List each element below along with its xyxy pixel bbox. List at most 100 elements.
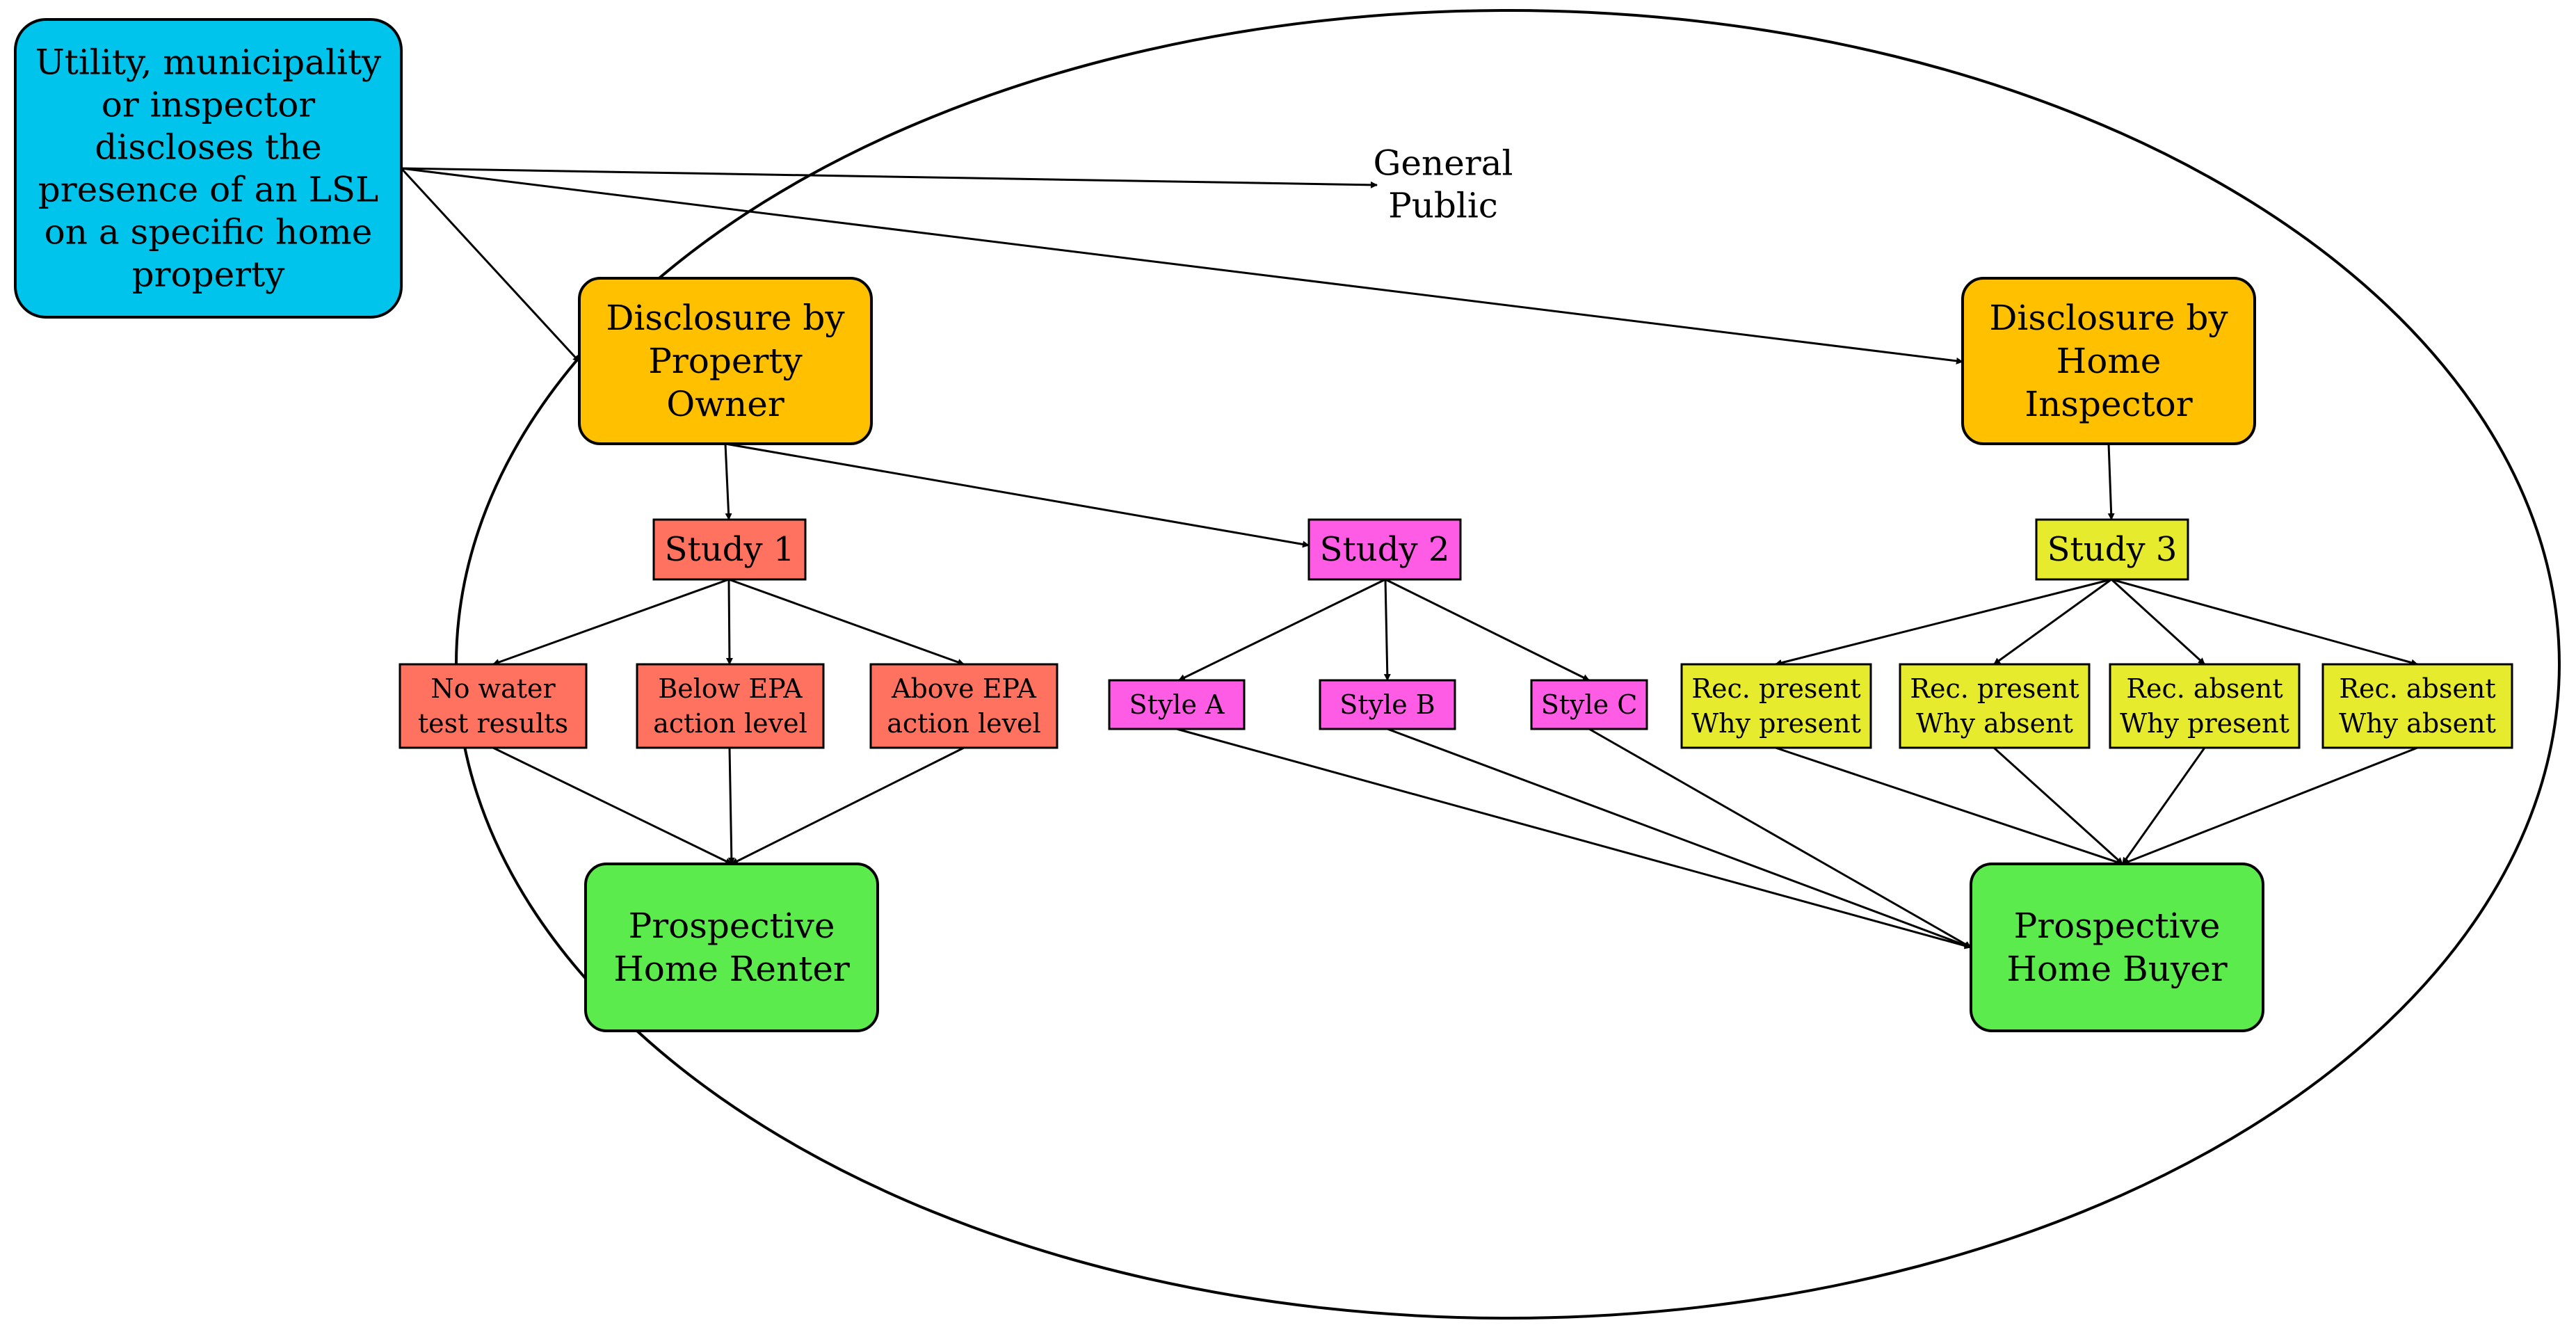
above-epa-box-line-1: Above EPA [891,673,1037,704]
above-epa-box-shape [869,663,1058,749]
edge-s3c-to-buyer [2121,747,2206,865]
edge-source-to-public [401,167,1378,189]
edge-s1b-to-renter [727,747,735,865]
no-water-test-box-shape [399,663,588,749]
study-1-box-line-1: Study 1 [665,530,795,569]
general-public-label-line-2: Public [1388,186,1498,226]
edge-s3a-to-buyer [1775,746,2123,865]
home-buyer-box-line-1: Prospective [2014,906,2221,946]
home-renter-box-shape [584,863,879,1032]
no-water-test-box-line-2: test results [418,708,568,739]
style-b-box-shape [1319,679,1456,730]
rec-absent-why-absent-box-line-2: Why absent [2339,708,2496,739]
style-b-box: Style B [1319,679,1456,730]
edge-source-to-owner [400,167,581,363]
disclosure-owner-box-line-1: Disclosure by [606,298,845,338]
rec-present-why-absent-box-line-2: Why absent [1916,708,2073,739]
edge-s2a-to-buyer [1176,728,1972,949]
edge-study2-to-s2a [1178,578,1386,682]
rec-absent-why-absent-box-shape [2321,663,2513,749]
edge-study1-to-s1c [728,578,965,666]
style-a-box-shape [1108,679,1246,730]
style-c-box-line-1: Style C [1541,689,1638,720]
general-public-label-line-1: General [1373,143,1513,184]
edge-s1a-to-renter [492,746,732,865]
edge-owner-to-study2 [725,442,1310,548]
no-water-test-box-line-1: No water [430,673,556,704]
source-box-line-2: or inspector [102,85,316,125]
disclosure-inspector-box-line-3: Inspector [2024,384,2192,424]
edges-layer [400,167,2418,949]
rec-absent-why-present-box-line-2: Why present [2120,708,2289,739]
rec-present-why-present-box-shape [1680,663,1872,749]
home-renter-box-line-1: Prospective [629,906,835,946]
source-box-line-4: presence of an LSL [38,170,379,210]
study-1-box: Study 1 [652,518,807,581]
edge-inspector-to-study3 [2107,443,2115,520]
source-box-line-5: on a specific home [45,212,373,252]
edge-s2c-to-buyer [1588,728,1972,949]
edge-s1c-to-renter [731,746,965,865]
edge-s3b-to-buyer [1993,746,2124,865]
rec-absent-why-present-box-shape [2109,663,2301,749]
above-epa-box-line-2: action level [887,708,1041,739]
edge-source-to-inspector [401,167,1963,364]
edge-s3d-to-buyer [2122,746,2418,865]
below-epa-box-shape [636,663,825,749]
rec-present-why-absent-box-shape [1899,663,2091,749]
source-box-line-3: discloses the [95,127,321,168]
disclosure-inspector-box-line-1: Disclosure by [1989,298,2228,338]
rec-absent-why-absent-box-line-1: Rec. absent [2339,673,2495,704]
home-buyer-box-shape [1970,863,2264,1032]
rec-absent-why-present-box-line-1: Rec. absent [2126,673,2283,704]
rec-present-why-present-box-line-2: Why present [1691,708,1861,739]
edge-study3-to-s3c [2110,578,2206,666]
edge-s2b-to-buyer [1387,728,1972,949]
study-3-box-line-1: Study 3 [2047,530,2177,569]
study-2-box-shape [1307,518,1462,581]
below-epa-box: Below EPA action level [636,663,825,749]
style-a-box: Style A [1108,679,1246,730]
edge-study3-to-s3d [2111,578,2418,666]
source-box-shape [14,18,403,319]
edge-owner-to-study1 [724,443,732,520]
home-buyer-box-line-2: Home Buyer [2006,949,2227,989]
source-box-line-6: property [132,255,286,295]
style-a-box-line-1: Style A [1129,689,1225,720]
rec-present-why-present-box-line-1: Rec. present [1691,673,1860,704]
edge-study1-to-s1b [725,579,733,665]
home-renter-box-line-2: Home Renter [613,949,850,989]
above-epa-box: Above EPA action level [869,663,1058,749]
study-3-box: Study 3 [2035,518,2189,581]
edge-study3-to-s3a [1775,578,2112,666]
study-3-box-shape [2035,518,2189,581]
study-2-box: Study 2 [1307,518,1462,581]
disclosure-owner-box-line-2: Property [648,341,803,381]
study-1-box-shape [652,518,807,581]
disclosure-inspector-box-line-2: Home [2056,341,2162,381]
edge-study2-to-s2b [1383,579,1391,681]
style-c-box-shape [1530,679,1648,730]
below-epa-box-line-1: Below EPA [658,673,803,704]
edge-study1-to-s1a [492,578,730,666]
style-c-box: Style C [1530,679,1648,730]
style-b-box-line-1: Style B [1339,689,1435,720]
rec-present-why-absent-box-line-1: Rec. present [1910,673,2079,704]
study-2-box-line-1: Study 2 [1320,530,1450,569]
edge-study3-to-s3b [1993,578,2112,666]
below-epa-box-line-2: action level [653,708,807,739]
disclosure-owner-box-line-3: Owner [666,384,784,424]
source-box-line-1: Utility, municipality [35,42,382,83]
